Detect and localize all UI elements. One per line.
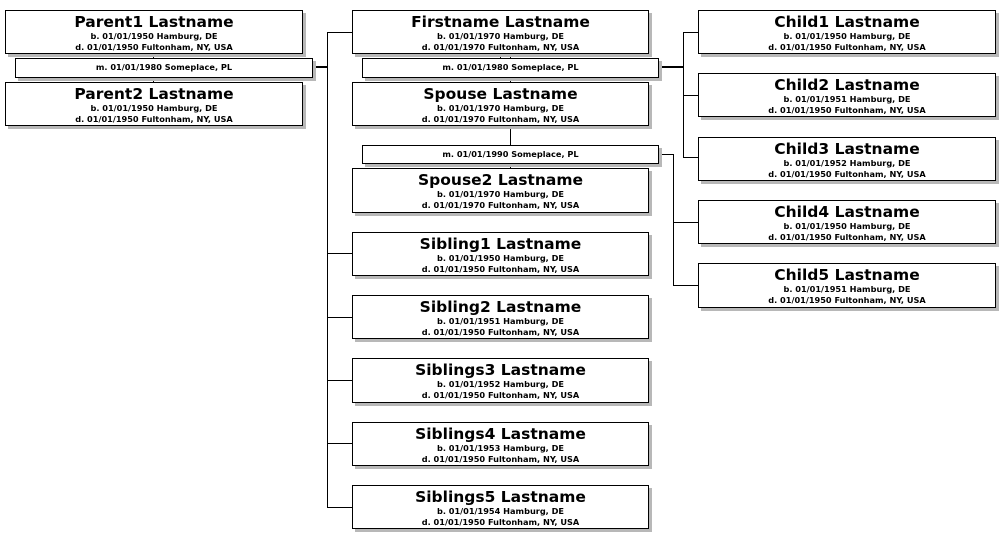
spouse2-marriage-label: m. 01/01/1990 Someplace, PL bbox=[362, 145, 659, 164]
person-name: Firstname Lastname bbox=[411, 13, 590, 31]
death-info: d. 01/01/1950 Fultonham, NY, USA bbox=[768, 231, 926, 242]
parents-to-sibling-bracket-line bbox=[312, 66, 328, 68]
death-info: d. 01/01/1950 Fultonham, NY, USA bbox=[768, 104, 926, 115]
death-info: d. 01/01/1950 Fultonham, NY, USA bbox=[421, 453, 580, 464]
person-name: Child3 Lastname bbox=[774, 140, 920, 158]
bracket-to-child2-line bbox=[683, 95, 698, 96]
focus-person-card[interactable]: Firstname Lastname b. 01/01/1970 Hamburg… bbox=[352, 10, 649, 54]
parents-marriage-label: m. 01/01/1980 Someplace, PL bbox=[15, 58, 313, 78]
birth-info: b. 01/01/1950 Hamburg, DE bbox=[783, 221, 911, 231]
person-name: Parent2 Lastname bbox=[74, 85, 234, 103]
child5-card[interactable]: Child5 Lastname b. 01/01/1951 Hamburg, D… bbox=[698, 263, 996, 308]
child3-card[interactable]: Child3 Lastname b. 01/01/1952 Hamburg, D… bbox=[698, 137, 996, 181]
sibling1-card[interactable]: Sibling1 Lastname b. 01/01/1950 Hamburg,… bbox=[352, 232, 649, 276]
birth-info: b. 01/01/1950 Hamburg, DE bbox=[783, 31, 911, 41]
birth-info: b. 01/01/1952 Hamburg, DE bbox=[783, 158, 911, 168]
marriage-to-children-bracket-line bbox=[658, 66, 684, 68]
sibling4-card[interactable]: Siblings4 Lastname b. 01/01/1953 Hamburg… bbox=[352, 422, 649, 466]
death-info: d. 01/01/1950 Fultonham, NY, USA bbox=[768, 41, 926, 52]
marriage-to-spouse-line bbox=[510, 77, 511, 82]
person-name: Child4 Lastname bbox=[774, 203, 920, 221]
death-info: d. 01/01/1950 Fultonham, NY, USA bbox=[768, 168, 926, 179]
birth-info: b. 01/01/1970 Hamburg, DE bbox=[436, 31, 565, 41]
spouse2-card[interactable]: Spouse2 Lastname b. 01/01/1970 Hamburg, … bbox=[352, 168, 649, 213]
spouse-card[interactable]: Spouse Lastname b. 01/01/1970 Hamburg, D… bbox=[352, 82, 649, 126]
birth-info: b. 01/01/1953 Hamburg, DE bbox=[436, 443, 565, 453]
person-name: Parent1 Lastname bbox=[74, 13, 234, 31]
bracket-to-sibling3-line bbox=[327, 380, 352, 381]
death-info: d. 01/01/1950 Fultonham, NY, USA bbox=[75, 41, 233, 52]
death-info: d. 01/01/1950 Fultonham, NY, USA bbox=[768, 294, 926, 305]
sibling2-card[interactable]: Sibling2 Lastname b. 01/01/1951 Hamburg,… bbox=[352, 295, 649, 339]
person-name: Spouse Lastname bbox=[423, 85, 578, 103]
person-name: Siblings4 Lastname bbox=[415, 425, 586, 443]
person-name: Spouse2 Lastname bbox=[418, 171, 583, 189]
death-info: d. 01/01/1970 Fultonham, NY, USA bbox=[421, 113, 580, 124]
bracket-to-sibling2-line bbox=[327, 317, 352, 318]
marriage2-to-children-bracket-line bbox=[658, 154, 674, 155]
death-info: d. 01/01/1970 Fultonham, NY, USA bbox=[421, 199, 580, 210]
sibling-bracket-spine bbox=[327, 32, 328, 508]
spouse-to-marriage2-line bbox=[510, 125, 511, 146]
person-name: Siblings3 Lastname bbox=[415, 361, 586, 379]
death-info: d. 01/01/1950 Fultonham, NY, USA bbox=[75, 113, 233, 124]
death-info: d. 01/01/1950 Fultonham, NY, USA bbox=[421, 263, 580, 274]
birth-info: b. 01/01/1951 Hamburg, DE bbox=[783, 284, 911, 294]
person-name: Child5 Lastname bbox=[774, 266, 920, 284]
bracket-to-child5-line bbox=[673, 285, 698, 286]
child1-card[interactable]: Child1 Lastname b. 01/01/1950 Hamburg, D… bbox=[698, 10, 996, 54]
bracket-to-child1-line bbox=[683, 32, 698, 33]
birth-info: b. 01/01/1954 Hamburg, DE bbox=[436, 506, 565, 516]
person-name: Sibling2 Lastname bbox=[419, 298, 582, 316]
bracket-to-sibling1-line bbox=[327, 253, 352, 254]
parent2-card[interactable]: Parent2 Lastname b. 01/01/1950 Hamburg, … bbox=[5, 82, 303, 126]
birth-info: b. 01/01/1970 Hamburg, DE bbox=[436, 103, 565, 113]
parent1-card[interactable]: Parent1 Lastname b. 01/01/1950 Hamburg, … bbox=[5, 10, 303, 54]
children-bracket-spine-2 bbox=[673, 154, 674, 286]
birth-info: b. 01/01/1950 Hamburg, DE bbox=[90, 103, 218, 113]
birth-info: b. 01/01/1970 Hamburg, DE bbox=[436, 189, 565, 199]
child4-card[interactable]: Child4 Lastname b. 01/01/1950 Hamburg, D… bbox=[698, 200, 996, 244]
person-name: Siblings5 Lastname bbox=[415, 488, 586, 506]
marriage-to-parent2-line bbox=[153, 77, 154, 82]
bracket-to-sibling5-line bbox=[327, 507, 352, 508]
birth-info: b. 01/01/1951 Hamburg, DE bbox=[436, 316, 565, 326]
marriage2-to-spouse2-line bbox=[510, 163, 511, 168]
person-name: Child1 Lastname bbox=[774, 13, 920, 31]
death-info: d. 01/01/1950 Fultonham, NY, USA bbox=[421, 516, 580, 527]
birth-info: b. 01/01/1952 Hamburg, DE bbox=[436, 379, 565, 389]
bracket-to-focus-line bbox=[327, 32, 352, 33]
spouse-marriage-label: m. 01/01/1980 Someplace, PL bbox=[362, 58, 659, 78]
sibling3-card[interactable]: Siblings3 Lastname b. 01/01/1952 Hamburg… bbox=[352, 358, 649, 403]
death-info: d. 01/01/1970 Fultonham, NY, USA bbox=[421, 41, 580, 52]
birth-info: b. 01/01/1951 Hamburg, DE bbox=[783, 94, 911, 104]
focus-to-marriage-line-a bbox=[500, 53, 501, 58]
bracket-to-child3-line bbox=[683, 157, 698, 158]
focus-to-marriage-line-b bbox=[510, 53, 511, 58]
death-info: d. 01/01/1950 Fultonham, NY, USA bbox=[421, 389, 580, 400]
person-name: Sibling1 Lastname bbox=[419, 235, 582, 253]
birth-info: b. 01/01/1950 Hamburg, DE bbox=[436, 253, 565, 263]
parent1-to-marriage-line bbox=[153, 53, 154, 58]
sibling5-card[interactable]: Siblings5 Lastname b. 01/01/1954 Hamburg… bbox=[352, 485, 649, 529]
child2-card[interactable]: Child2 Lastname b. 01/01/1951 Hamburg, D… bbox=[698, 73, 996, 117]
person-name: Child2 Lastname bbox=[774, 76, 920, 94]
birth-info: b. 01/01/1950 Hamburg, DE bbox=[90, 31, 218, 41]
bracket-to-child4-line bbox=[673, 222, 698, 223]
death-info: d. 01/01/1950 Fultonham, NY, USA bbox=[421, 326, 580, 337]
bracket-to-sibling4-line bbox=[327, 443, 352, 444]
